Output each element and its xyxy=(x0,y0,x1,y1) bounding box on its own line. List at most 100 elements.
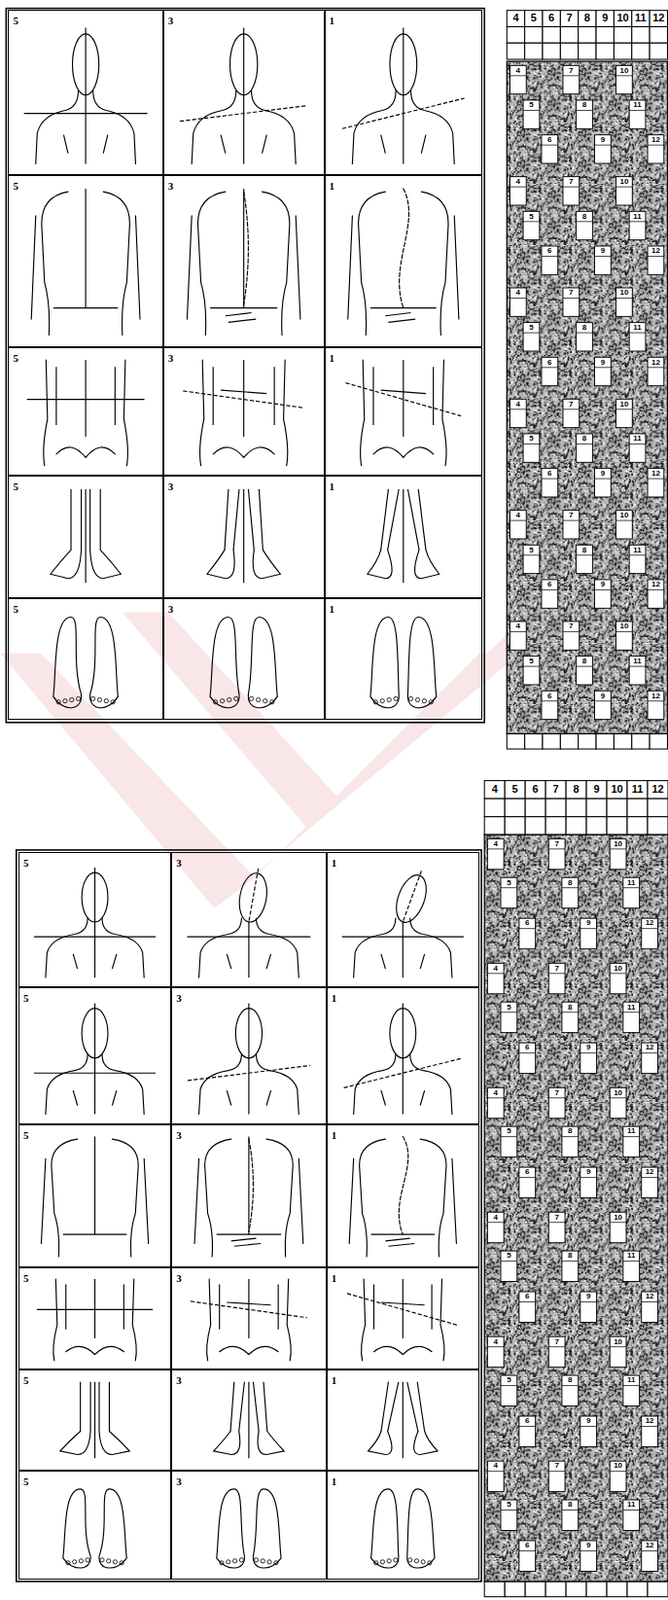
footprint-figure xyxy=(210,617,278,708)
item-number-text: 12 xyxy=(651,357,661,367)
score-box-divider xyxy=(609,972,627,974)
toe-mark xyxy=(374,1560,379,1565)
item-number: 11 xyxy=(629,656,646,667)
item-number: 9 xyxy=(580,1291,598,1301)
toe-mark xyxy=(267,1559,272,1564)
score-box-divider xyxy=(523,443,540,445)
score-box-divider xyxy=(576,666,594,668)
item-number-text: 4 xyxy=(516,621,521,631)
item-number-text: 10 xyxy=(619,176,629,186)
score-box xyxy=(519,1540,536,1571)
score-header-cell xyxy=(578,10,597,28)
score-total-cell xyxy=(586,1581,607,1597)
footprint-figure xyxy=(63,1488,128,1568)
score-total-cell xyxy=(525,1581,546,1597)
score-box xyxy=(609,1211,627,1242)
item-number-text: 8 xyxy=(567,1374,572,1384)
score-header-cell xyxy=(560,42,578,60)
posture-cell: 1 xyxy=(324,347,484,476)
score-box-divider xyxy=(548,847,565,849)
leg-outline xyxy=(224,489,229,550)
score-box xyxy=(487,962,504,993)
score-box xyxy=(616,65,633,94)
center-line xyxy=(94,1381,96,1458)
hip-line xyxy=(190,1300,308,1318)
item-number: 9 xyxy=(580,917,598,928)
pelvis-line xyxy=(212,366,214,425)
score-box-divider xyxy=(580,927,598,929)
score-box xyxy=(500,877,518,908)
score-box xyxy=(500,1499,518,1530)
pelvis-line xyxy=(431,1283,433,1329)
column-number-text: 10 xyxy=(610,782,623,795)
waist-line xyxy=(370,307,437,309)
scapula-mark xyxy=(72,1089,77,1105)
item-number: 7 xyxy=(548,963,565,974)
score-number: 5 xyxy=(12,480,19,493)
spine-line xyxy=(94,1278,96,1338)
score-box-divider xyxy=(548,1345,565,1347)
score-number: 3 xyxy=(168,480,175,493)
hip-line xyxy=(347,1293,459,1326)
score-header-cell xyxy=(504,780,526,800)
item-number: 7 xyxy=(548,1460,565,1471)
item-number-text: 8 xyxy=(567,1250,572,1260)
column-number: 4 xyxy=(484,779,505,799)
score-number: 1 xyxy=(331,856,338,869)
score-header-cell xyxy=(613,10,632,28)
item-number-text: 7 xyxy=(554,1336,559,1346)
back-view-figure xyxy=(34,867,156,978)
item-number-text: 11 xyxy=(632,545,641,555)
column-number: 11 xyxy=(632,9,650,27)
toe-mark xyxy=(75,696,80,701)
score-box-divider xyxy=(562,1135,579,1137)
score-box xyxy=(594,246,611,275)
score-box-divider xyxy=(500,1011,518,1013)
score-total-cell xyxy=(565,1581,587,1597)
score-box xyxy=(647,690,665,719)
score-number: 1 xyxy=(331,991,338,1004)
score-box xyxy=(594,356,611,386)
torso-outline xyxy=(359,1138,387,1257)
toe-mark xyxy=(219,1560,224,1565)
shoulder-outline xyxy=(410,1054,453,1114)
toe-mark xyxy=(100,1557,105,1562)
score-box xyxy=(647,579,665,608)
posture-cell: 5 xyxy=(18,1124,172,1267)
score-box-divider xyxy=(641,1425,659,1427)
item-number: 8 xyxy=(562,1125,579,1136)
item-number-text: 9 xyxy=(600,468,605,478)
back-view-figure xyxy=(187,1003,311,1115)
posture-cell: 5 xyxy=(7,475,163,598)
item-number: 9 xyxy=(594,357,611,368)
item-number-text: 7 xyxy=(568,399,573,409)
item-number-text: 9 xyxy=(600,135,605,144)
leg-outline xyxy=(407,1381,419,1432)
back-view-figure xyxy=(348,188,459,336)
score-box-divider xyxy=(562,74,580,76)
score-box xyxy=(580,1166,598,1197)
torso-outline xyxy=(41,191,69,335)
score-number: 1 xyxy=(329,179,336,192)
score-header-cell xyxy=(545,816,566,836)
toe-mark xyxy=(421,1559,425,1564)
score-box xyxy=(548,838,565,869)
posture-cell: 3 xyxy=(163,347,325,476)
spine-line xyxy=(94,1003,96,1115)
score-box-divider xyxy=(500,1509,518,1511)
score-box-divider xyxy=(647,144,665,146)
foot-outline xyxy=(367,549,392,578)
score-box xyxy=(576,100,594,129)
item-number-text: 10 xyxy=(613,1212,623,1222)
toe-mark xyxy=(408,1557,413,1562)
item-number-text: 4 xyxy=(516,287,521,297)
score-box-divider xyxy=(500,886,518,888)
shoulder-line xyxy=(342,98,465,129)
score-header-cell xyxy=(647,798,668,817)
item-number-text: 5 xyxy=(506,1374,511,1384)
toe-mark xyxy=(78,1558,83,1563)
scapula-mark xyxy=(420,953,424,969)
arm-outline xyxy=(194,1158,200,1243)
toe-mark xyxy=(256,697,261,702)
item-number-text: 5 xyxy=(528,545,533,555)
